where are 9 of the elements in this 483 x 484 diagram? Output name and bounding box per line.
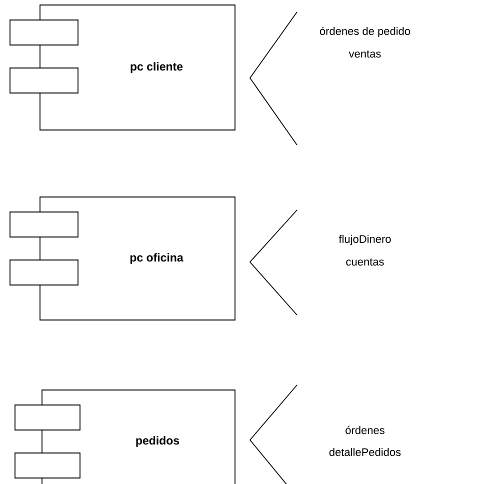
interface-label: cuentas [346, 258, 384, 266]
component-box: pedidos [14, 390, 236, 484]
component-box: pc cliente [10, 4, 236, 130]
interface-label: órdenes [346, 426, 384, 434]
component-box: pc oficina [10, 196, 236, 320]
interface-label: detallePedidos [329, 448, 401, 456]
interface-label: ventas [348, 50, 381, 58]
interface-label: órdenes de pedido [320, 26, 410, 38]
interface-label: flujoDinero [338, 234, 391, 246]
